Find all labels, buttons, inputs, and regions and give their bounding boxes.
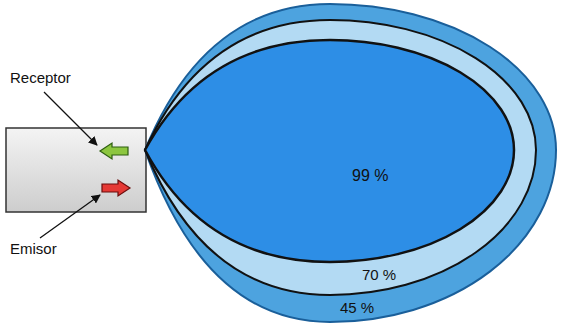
coverage-percent: 45 % (340, 300, 374, 315)
emitter-arrow (102, 180, 130, 196)
leader-line (40, 195, 100, 238)
beam-lobe: 99 % (140, 0, 562, 326)
beam-lobe: 45 % 70 % 99 % (140, 0, 562, 326)
coverage-percent: 99 % (352, 168, 388, 184)
sensor-housing (6, 128, 146, 212)
leader-line (44, 92, 97, 145)
coverage-percent: 70 % (362, 267, 396, 282)
receiver-arrow (100, 143, 128, 159)
beam-lobe: 70 % 99 % (140, 0, 562, 326)
lobe-outline (140, 0, 562, 326)
part-label: Emisor (10, 241, 57, 258)
part-label: Receptor (10, 70, 71, 87)
